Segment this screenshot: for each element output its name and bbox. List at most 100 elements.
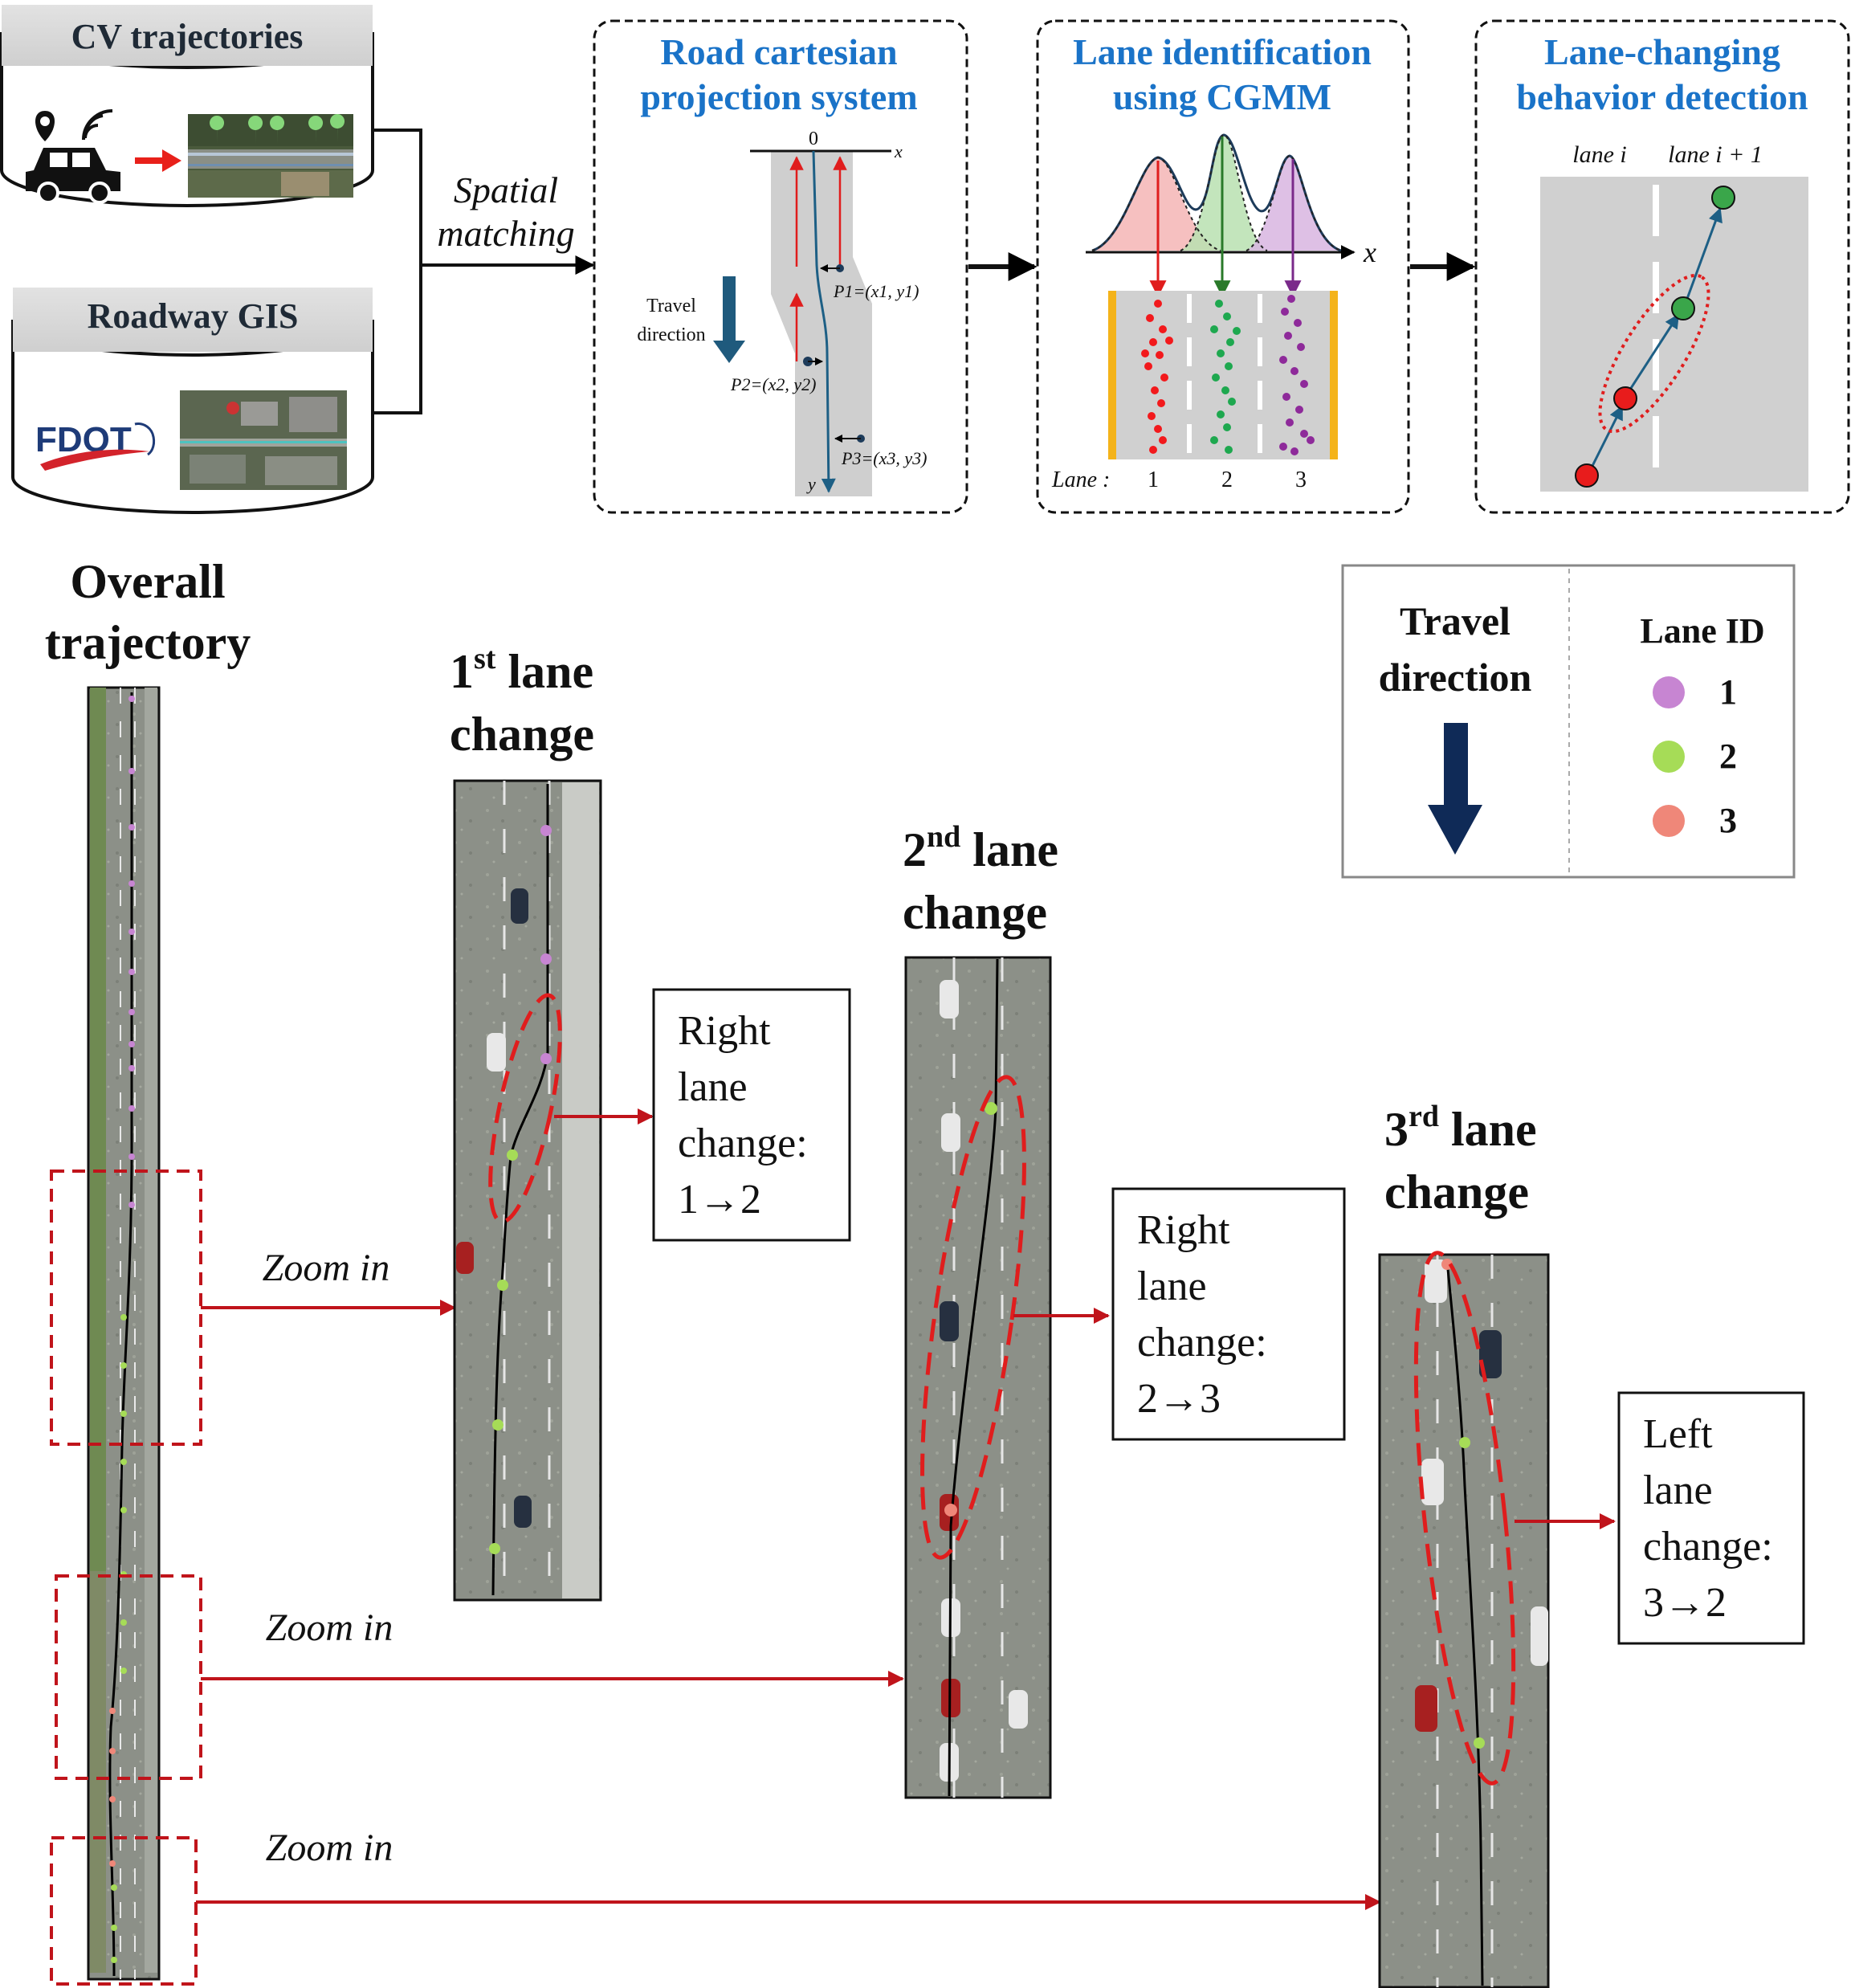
overall-point-lane3 xyxy=(109,1796,116,1802)
legend-swatch-1 xyxy=(1653,676,1685,708)
overall-point-lane2 xyxy=(120,1314,127,1321)
change3-title-2: change xyxy=(1384,1165,1529,1219)
cgmm-point-lane1 xyxy=(1160,374,1168,382)
change1-point-lane1 xyxy=(540,1053,552,1064)
detection-road xyxy=(1540,177,1808,492)
zoom-box-3 xyxy=(50,1836,198,1986)
lane-change-2: 2nd lane change Right lane change: 2→3 xyxy=(903,820,1346,1799)
legend-label-3: 3 xyxy=(1719,801,1737,840)
svg-text:lane: lane xyxy=(678,1064,748,1110)
cgmm-point-lane1 xyxy=(1144,362,1152,370)
cgmm-point-lane3 xyxy=(1295,406,1303,414)
overall-point-lane2 xyxy=(111,1925,117,1931)
cgmm-point-lane3 xyxy=(1300,430,1308,438)
change1-point-lane2 xyxy=(489,1543,500,1554)
detected-change-ellipse xyxy=(1598,273,1710,434)
svg-text:P1=(x1, y1): P1=(x1, y1) xyxy=(833,281,919,301)
cgmm-point-lane3 xyxy=(1290,367,1298,375)
cgmm-point-lane3 xyxy=(1287,295,1295,303)
point-p3: P3=(x3, y3) xyxy=(834,435,927,468)
cgmm-point-lane1 xyxy=(1157,399,1165,407)
step1-title-2: projection system xyxy=(640,76,917,117)
cgmm-point-lane1 xyxy=(1149,338,1157,346)
overall-point-lane3 xyxy=(109,1708,116,1714)
zoom-box-1 xyxy=(50,1170,202,1446)
cgmm-point-lane2 xyxy=(1215,300,1223,308)
legend-lane-id-title: Lane ID xyxy=(1640,611,1764,651)
cv-trajectories-database: CV trajectories xyxy=(0,5,374,207)
cgmm-point-lane2 xyxy=(1225,446,1233,454)
zoom-label-2: Zoom in xyxy=(266,1606,393,1649)
legend-label-1: 1 xyxy=(1719,672,1737,712)
cgmm-point-lane2 xyxy=(1228,398,1236,406)
point-p1: P1=(x1, y1) xyxy=(820,264,919,301)
change1-point-lane1 xyxy=(540,825,552,836)
change1-caption-box: Right lane change: 1→2 xyxy=(652,988,851,1242)
overall-point-lane1 xyxy=(128,824,135,831)
cgmm-point-lane3 xyxy=(1307,436,1315,444)
change3-point-lane2 xyxy=(1474,1737,1485,1749)
cgmm-point-lane2 xyxy=(1210,436,1218,444)
step3-title-2: behavior detection xyxy=(1516,76,1808,117)
roadway-gis-database: Roadway GIS FDOT xyxy=(11,288,374,514)
legend-label-2: 2 xyxy=(1719,737,1737,776)
svg-text:Left: Left xyxy=(1643,1411,1713,1457)
cgmm-point-lane2 xyxy=(1212,374,1220,382)
cgmm-point-lane3 xyxy=(1300,380,1308,388)
step1-travel-label-2: direction xyxy=(637,325,705,345)
cgmm-point-lane2 xyxy=(1223,312,1231,320)
cgmm-point-lane3 xyxy=(1297,343,1305,351)
change2-ellipse xyxy=(920,1075,1026,1560)
change3-point-lane2 xyxy=(1459,1437,1470,1448)
change1-point-lane2 xyxy=(507,1149,518,1161)
overall-point-lane1 xyxy=(128,969,135,975)
lane-axis-label: Lane : xyxy=(1051,467,1110,492)
overall-point-lane1 xyxy=(128,880,135,887)
cgmm-point-lane2 xyxy=(1221,386,1229,394)
cv-trajectories-title: CV trajectories xyxy=(71,17,304,56)
svg-text:Right: Right xyxy=(1137,1207,1230,1253)
cgmm-point-lane1 xyxy=(1141,349,1149,357)
svg-text:1→2: 1→2 xyxy=(678,1177,761,1223)
cgmm-point-lane2 xyxy=(1226,338,1234,346)
overall-point-lane2 xyxy=(120,1459,127,1465)
svg-text:P3=(x3, y3): P3=(x3, y3) xyxy=(841,448,927,468)
mixture-curve xyxy=(1091,133,1342,252)
legend: Travel direction Lane ID 1 2 3 xyxy=(1341,564,1796,879)
step1-title-1: Road cartesian xyxy=(660,31,897,72)
cgmm-point-lane1 xyxy=(1154,300,1162,308)
overall-title-2: trajectory xyxy=(45,616,251,669)
spatial-matching-label-2: matching xyxy=(437,213,574,254)
overall-title-1: Overall xyxy=(70,555,225,608)
overall-point-lane2 xyxy=(120,1619,127,1626)
overall-point-lane1 xyxy=(128,696,135,702)
legend-swatch-3 xyxy=(1653,805,1685,837)
svg-text:lane: lane xyxy=(1643,1468,1713,1513)
overall-point-lane1 xyxy=(128,1065,135,1072)
cgmm-point-lane1 xyxy=(1146,314,1154,322)
legend-travel-2: direction xyxy=(1379,655,1532,700)
overall-trajectory-path xyxy=(108,692,133,1977)
step2-title-2: using CGMM xyxy=(1113,76,1331,117)
y-axis xyxy=(812,150,836,493)
change2-title-2: change xyxy=(903,886,1047,939)
overall-point-lane1 xyxy=(128,1041,135,1047)
legend-travel-1: Travel xyxy=(1400,598,1510,643)
svg-text:lane: lane xyxy=(1137,1263,1207,1309)
cgmm-point-lane1 xyxy=(1165,337,1173,345)
step-lane-identification-cgmm: Lane identification using CGMM x Lane : … xyxy=(1036,19,1410,514)
step1-travel-label-1: Travel xyxy=(646,296,696,316)
cgmm-x-label: x xyxy=(1363,236,1376,268)
lane-change-1: 1st lane change Right lane change: 1→2 xyxy=(450,642,851,1602)
cgmm-point-lane2 xyxy=(1225,362,1233,370)
overall-point-lane2 xyxy=(111,1884,117,1891)
change1-title-2: change xyxy=(450,708,594,761)
cgmm-point-lane3 xyxy=(1286,418,1294,427)
legend-travel-arrow-icon xyxy=(1428,723,1482,855)
lane-number-2: 2 xyxy=(1221,467,1233,492)
cgmm-point-lane2 xyxy=(1217,410,1225,418)
change1-point-lane2 xyxy=(492,1419,503,1431)
cgmm-point-lane3 xyxy=(1279,356,1287,364)
wifi-icon xyxy=(82,109,113,141)
overall-trajectory-strip xyxy=(87,686,161,1981)
